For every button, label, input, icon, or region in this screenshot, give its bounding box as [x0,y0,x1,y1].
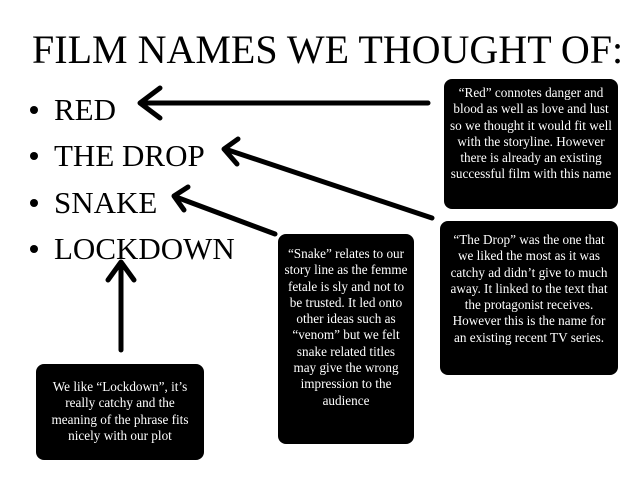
note-snake: “Snake” relates to our story line as the… [278,234,414,444]
bullet-dot-icon [30,199,38,207]
arrow-to-the-drop-icon [221,136,435,221]
bullet-dot-icon [30,152,38,160]
film-name-lockdown: LOCKDOWN [54,231,235,266]
arrow-to-red-icon [137,85,431,121]
bullet-dot-icon [30,245,38,253]
film-name-red: RED [54,92,116,127]
note-lockdown: We like “Lockdown”, it’s really catchy a… [36,364,204,460]
bullet-dot-icon [30,106,38,114]
note-red: “Red” connotes danger and blood as well … [444,79,618,209]
arrow-to-lockdown-icon [105,259,137,353]
film-name-the-drop: THE DROP [54,138,205,173]
note-the-drop: “The Drop” was the one that we liked the… [440,221,618,375]
arrow-to-snake-icon [171,184,278,237]
page-title: FILM NAMES WE THOUGHT OF: [32,27,624,72]
film-name-snake: SNAKE [54,185,158,220]
